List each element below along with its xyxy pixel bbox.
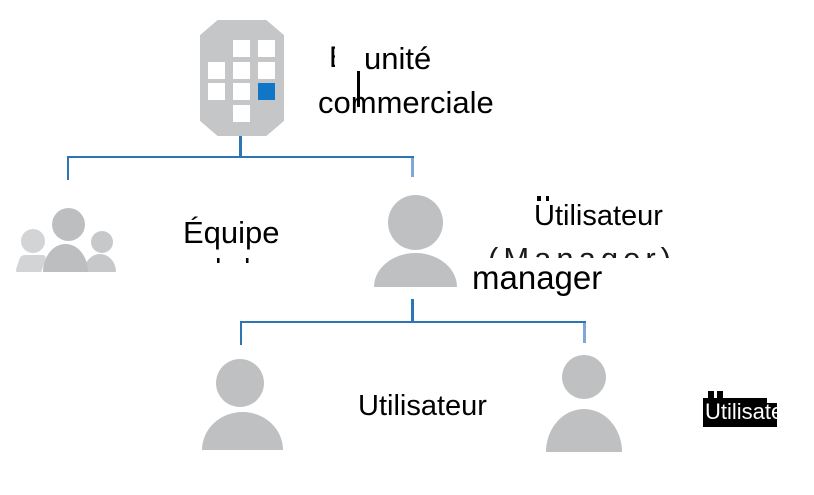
building-window bbox=[233, 105, 250, 122]
users-label: Utilisateur bbox=[358, 390, 487, 422]
team-leader-head bbox=[52, 208, 85, 241]
building-window bbox=[258, 40, 275, 57]
building-window bbox=[208, 83, 225, 100]
building-window bbox=[233, 83, 250, 100]
letter-top-artifact bbox=[708, 391, 714, 398]
building-grid-icon bbox=[200, 20, 284, 136]
highlight-notch-artifact bbox=[767, 398, 777, 403]
business-unit-label-line1: unité bbox=[364, 41, 432, 76]
building-window bbox=[233, 40, 250, 57]
connector-drop-manager bbox=[411, 158, 414, 177]
highlighted-user-label: Utilisate bbox=[703, 398, 777, 427]
team-member-body bbox=[84, 254, 116, 272]
team-member-head bbox=[21, 229, 45, 253]
letter-top-artifact bbox=[717, 391, 723, 398]
user-right-body bbox=[546, 409, 622, 452]
connector-horizontal-2 bbox=[240, 321, 586, 323]
letter-top-artifact bbox=[546, 196, 549, 201]
building-window bbox=[258, 62, 275, 79]
manager-head bbox=[388, 195, 443, 250]
connector-drop-user-right bbox=[583, 323, 586, 343]
user-left-body bbox=[202, 412, 283, 450]
connector-horizontal-1 bbox=[67, 156, 414, 158]
connector-stub-top bbox=[239, 136, 242, 157]
team-leader-body bbox=[43, 244, 88, 272]
connector-drop-team bbox=[67, 156, 69, 180]
business-unit-label-line2: commerciale bbox=[318, 85, 494, 120]
user-right-head bbox=[562, 355, 606, 399]
building-window bbox=[233, 62, 250, 79]
vertical-bar-artifact bbox=[357, 71, 360, 107]
partial-letter-artifact: B bbox=[329, 44, 335, 72]
manager-user-label: Utilisateur bbox=[534, 200, 663, 232]
manager-body bbox=[374, 253, 457, 287]
team-member-head bbox=[91, 231, 113, 253]
building-window bbox=[208, 62, 225, 79]
ghost-text-artifact: Équipe bbox=[186, 258, 290, 263]
highlighted-user-text: Utilisate bbox=[705, 399, 777, 424]
letter-top-artifact bbox=[537, 196, 541, 201]
team-label: Équipe bbox=[183, 215, 280, 250]
manager-role-label: manager bbox=[472, 259, 603, 296]
connector-drop-user-left bbox=[240, 321, 242, 345]
building-window-blue bbox=[258, 83, 275, 100]
team-member-body bbox=[15, 255, 47, 272]
connector-stub-manager bbox=[411, 299, 414, 322]
ghost-text-artifact: (Manager) bbox=[488, 246, 688, 258]
user-left-head bbox=[216, 359, 264, 407]
people-group-icon bbox=[14, 205, 119, 275]
